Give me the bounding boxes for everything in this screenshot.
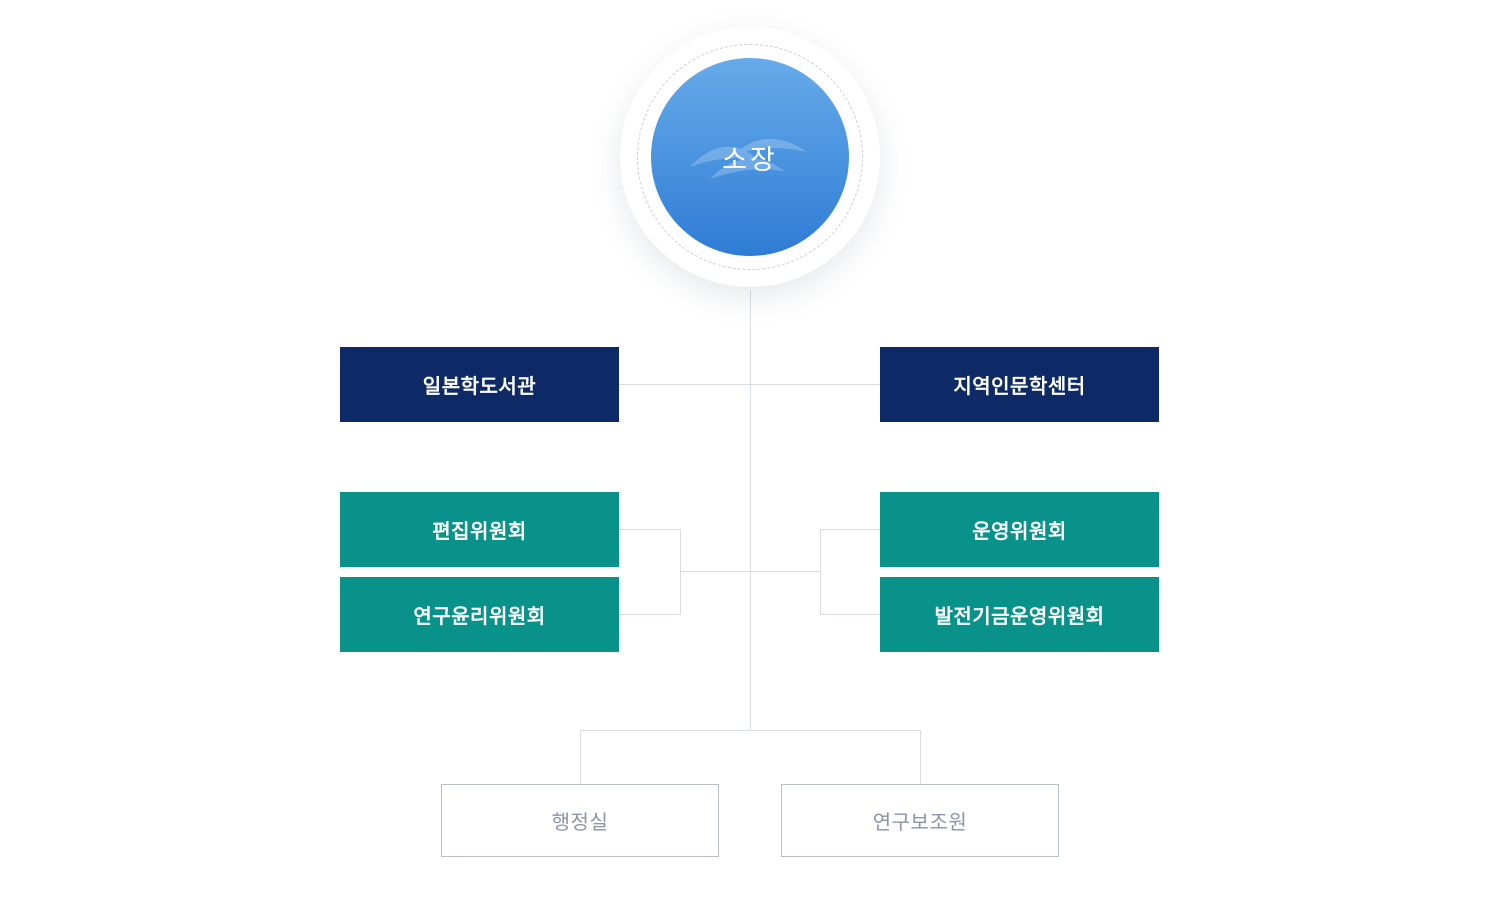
director-node: 소장 — [651, 58, 849, 256]
root-dashed-ring — [637, 44, 863, 270]
connector-committees-horizontal — [680, 571, 820, 572]
director-label: 소장 — [722, 144, 778, 175]
connector-bottom-horizontal — [580, 730, 921, 731]
connector-trunk-vertical — [750, 290, 751, 730]
node-development-fund-committee: 발전기금운영위원회 — [880, 577, 1159, 652]
connector-right-bracket-top — [820, 529, 880, 530]
node-steering-committee: 운영위원회 — [880, 492, 1159, 567]
node-research-ethics-committee: 연구윤리위원회 — [340, 577, 619, 652]
connector-right-bracket-bottom — [820, 614, 880, 615]
node-research-assistants: 연구보조원 — [781, 784, 1059, 857]
connector-bottom-right-vertical — [920, 730, 921, 784]
connector-branches-horizontal — [619, 384, 880, 385]
node-japanese-studies-library: 일본학도서관 — [340, 347, 619, 422]
connector-left-bracket-bottom — [619, 614, 680, 615]
connector-left-bracket-vertical — [680, 529, 681, 615]
node-regional-humanities-center: 지역인문학센터 — [880, 347, 1159, 422]
connector-right-bracket-vertical — [820, 529, 821, 615]
connector-bottom-left-vertical — [580, 730, 581, 784]
node-admin-office: 행정실 — [441, 784, 719, 857]
connector-left-bracket-top — [619, 529, 680, 530]
node-editorial-committee: 편집위원회 — [340, 492, 619, 567]
